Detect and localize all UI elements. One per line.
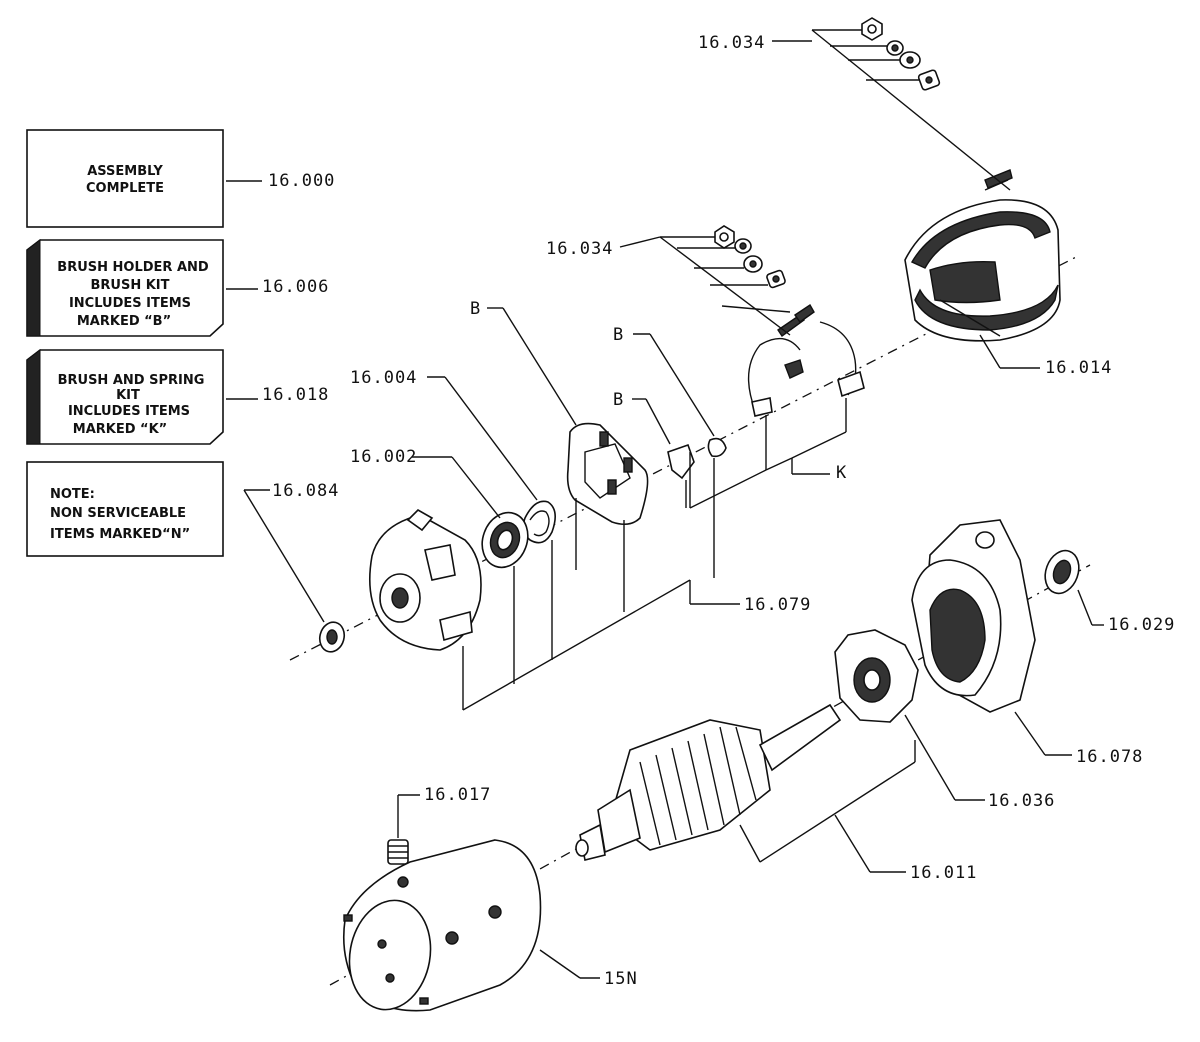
assembly-line1: ASSEMBLY: [87, 164, 163, 179]
assembly-box: ASSEMBLY COMPLETE 16.000: [26, 129, 335, 228]
brush-spring-box: BRUSH AND SPRING KIT INCLUDES ITEMS MARK…: [26, 348, 329, 445]
armature-part: [575, 703, 842, 861]
callout-drive-housing: 16.078: [1076, 747, 1143, 767]
brush-holder-line1: BRUSH HOLDER AND: [57, 260, 209, 275]
note-box: NOTE: NON SERVICEABLE ITEMS MARKED“N”: [26, 461, 224, 557]
callout-brush-b1: B: [470, 299, 481, 319]
assembly-ref: 16.000: [268, 171, 335, 191]
callout-end-frame-group: 16.079: [744, 595, 811, 615]
screw-part: [387, 839, 409, 865]
brush-holder-box: BRUSH HOLDER AND BRUSH KIT INCLUDES ITEM…: [26, 238, 329, 337]
brush-spring-line1: BRUSH AND SPRING: [58, 373, 205, 388]
brush-parts: [667, 437, 727, 480]
brush-holder-line4: MARKED “B”: [77, 314, 171, 329]
callout-front-seal: 16.029: [1108, 615, 1175, 635]
field-coil-part: [904, 169, 1061, 342]
assembly-line2: COMPLETE: [86, 181, 164, 196]
drive-gear-part: [834, 629, 919, 723]
callout-field-coil: 16.014: [1045, 358, 1112, 378]
brush-holder-line3: INCLUDES ITEMS: [69, 296, 191, 311]
mid-hardware-stack: [714, 225, 815, 337]
brush-holder-line2: BRUSH KIT: [90, 278, 169, 293]
top-hardware-stack: [861, 17, 941, 91]
callout-bearing: 16.002: [350, 447, 417, 467]
callout-hardware-mid: 16.034: [546, 239, 613, 259]
callout-drive-gear: 16.036: [988, 791, 1055, 811]
callout-brush-b3: B: [613, 390, 624, 410]
motor-frame-part: [342, 839, 542, 1012]
callout-screw: 16.017: [424, 785, 491, 805]
callout-armature: 16.011: [910, 863, 977, 883]
bearing-part: [481, 511, 529, 569]
brush-spring-line3: INCLUDES ITEMS: [68, 404, 190, 419]
note-line1: NOTE:: [50, 487, 95, 502]
drive-housing-part: [911, 519, 1036, 713]
brush-spring-line2: KIT: [116, 388, 140, 403]
note-line2: NON SERVICEABLE: [50, 506, 186, 521]
callout-thrust-washer: 16.084: [272, 481, 339, 501]
brush-spring-ref: 16.018: [262, 385, 329, 405]
thrust-washer-part: [318, 621, 346, 653]
callout-brush-k: K: [836, 463, 847, 483]
brush-holder-ref: 16.006: [262, 277, 329, 297]
leader-lines: [243, 29, 1104, 979]
callout-brush-b2: B: [613, 325, 624, 345]
front-seal-part: [1044, 549, 1080, 595]
brush-spring-line4: MARKED “K”: [73, 422, 167, 437]
brush-spring-clips: [747, 321, 865, 417]
callout-washer: 16.004: [350, 368, 417, 388]
commutator-end-frame: [368, 509, 482, 651]
callout-frame: 15N: [604, 969, 638, 989]
callout-hardware-top: 16.034: [698, 33, 765, 53]
brush-plate-part: [566, 422, 649, 526]
note-line3: ITEMS MARKED“N”: [50, 527, 190, 542]
